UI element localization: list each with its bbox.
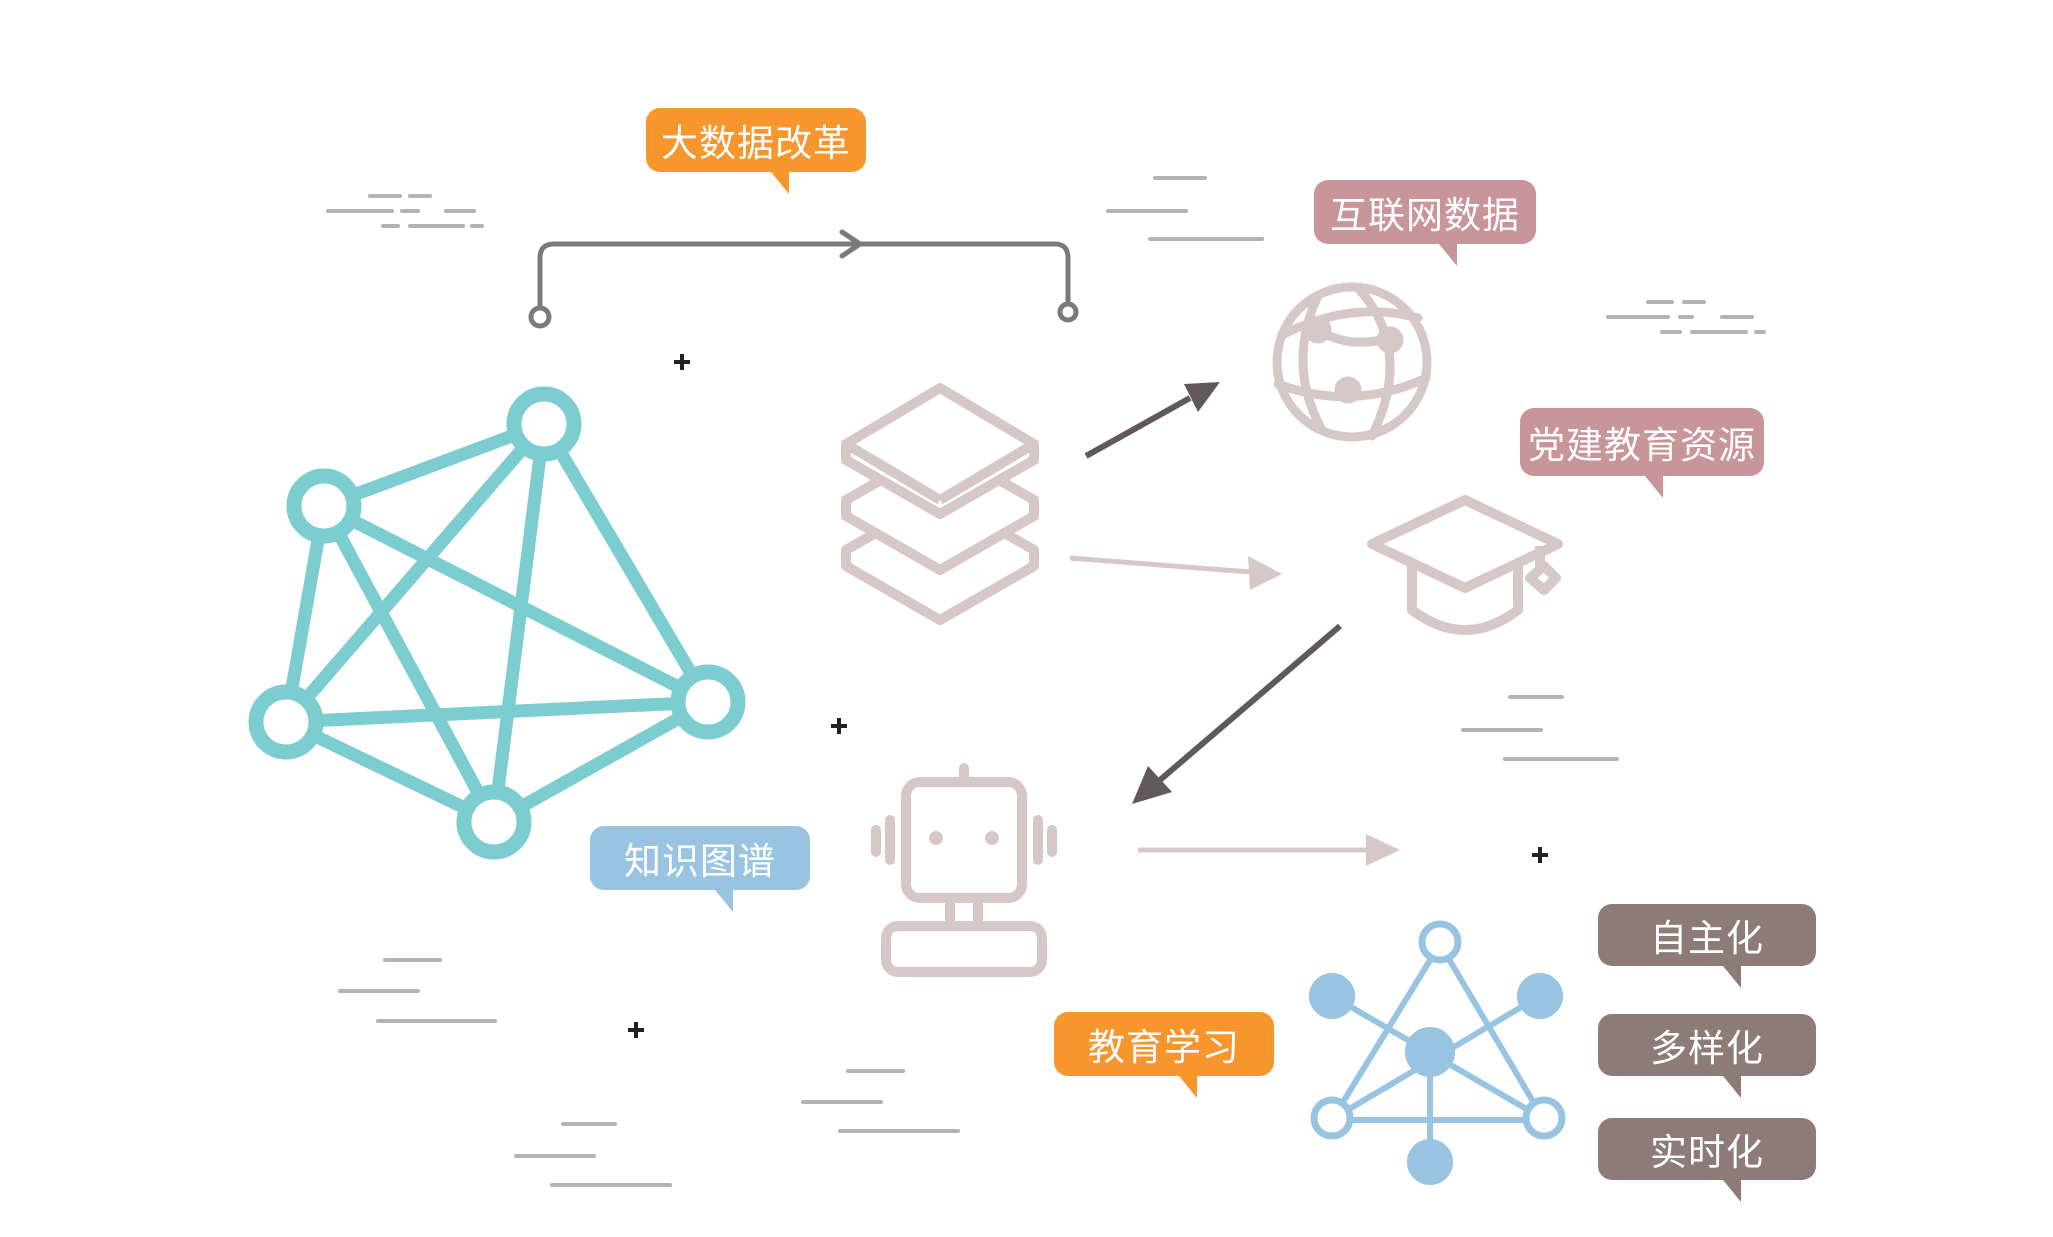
label-diversified: 多样化 [1598,1014,1816,1098]
label-autonomous: 自主化 [1598,904,1816,988]
label-real-time: 实时化 [1598,1118,1816,1202]
label-text: 互联网数据 [1330,195,1520,236]
robot-icon [871,763,1057,977]
network-graph-icon [248,386,746,860]
label-text: 自主化 [1650,918,1764,959]
arrow-robot-to-network [1138,834,1400,866]
layers-stack-icon [841,383,1039,625]
label-internet-data: 互联网数据 [1314,180,1536,266]
graduation-cap-icon [1367,495,1563,635]
plus-marks [628,354,1548,1038]
arrow-stack-to-cap [1069,555,1282,590]
label-text: 教育学习 [1088,1027,1240,1068]
label-text: 党建教育资源 [1528,425,1756,466]
label-text: 知识图谱 [624,841,776,882]
label-text: 多样化 [1650,1028,1764,1069]
globe-icon [1272,282,1432,442]
label-text: 实时化 [1650,1132,1764,1173]
label-party-education: 党建教育资源 [1520,408,1764,498]
bracket-connector [528,229,1079,329]
arrow-stack-to-globe [1084,382,1220,459]
arrow-cap-to-robot [1132,623,1342,804]
label-knowledge-graph: 知识图谱 [590,826,810,912]
molecule-network-icon [1309,920,1566,1185]
label-text: 大数据改革 [661,123,851,164]
decorative-dashes [326,176,1766,1187]
label-big-data-reform: 大数据改革 [646,108,866,194]
label-education-learning: 教育学习 [1054,1012,1274,1098]
